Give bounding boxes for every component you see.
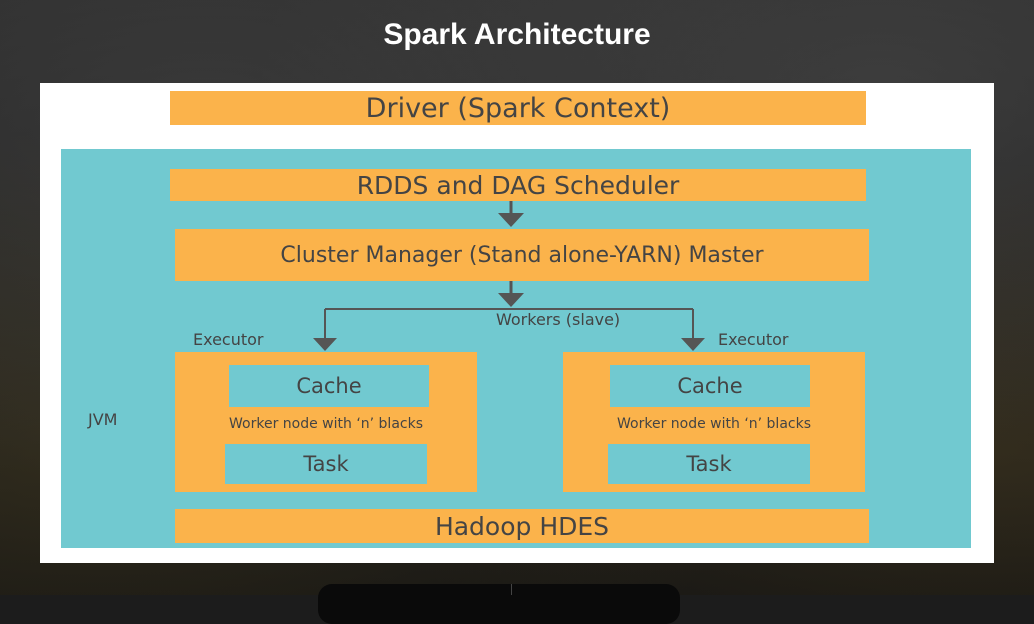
branch-left-head: [313, 338, 337, 351]
cluster-manager-box: Cluster Manager (Stand alone-YARN) Maste…: [175, 229, 869, 281]
cluster-manager-label: Cluster Manager (Stand alone-YARN) Maste…: [280, 242, 764, 268]
arrow-scheduler-to-manager-head: [498, 213, 524, 227]
task-label-right: Task: [686, 452, 732, 476]
worker-node-label-left: Worker node with ‘n’ blacks: [229, 416, 423, 432]
arrows: [313, 201, 705, 351]
bottom-control-bar: [318, 584, 680, 624]
cache-box-left: Cache: [229, 365, 429, 407]
driver-box: Driver (Spark Context): [170, 91, 866, 125]
branch-right-head: [681, 338, 705, 351]
storage-box: Hadoop HDES: [175, 509, 869, 543]
page-title: Spark Architecture: [383, 18, 651, 51]
bottom-bar-divider: [511, 584, 512, 595]
driver-label: Driver (Spark Context): [365, 92, 671, 124]
executor-right-label: Executor: [718, 330, 789, 349]
cache-label-right: Cache: [677, 374, 743, 398]
cache-label-left: Cache: [296, 374, 362, 398]
task-box-left: Task: [225, 444, 427, 484]
executor-left: Cache Worker node with ‘n’ blacks Task: [175, 352, 477, 492]
arrow-manager-to-workers-head: [498, 293, 524, 307]
scheduler-box: RDDS and DAG Scheduler: [170, 169, 866, 201]
worker-node-label-right: Worker node with ‘n’ blacks: [617, 416, 811, 432]
task-label-left: Task: [303, 452, 349, 476]
workers-label: Workers (slave): [496, 310, 621, 329]
task-box-right: Task: [608, 444, 810, 484]
jvm-label: JVM: [88, 410, 118, 429]
executor-left-label: Executor: [193, 330, 264, 349]
scheduler-label: RDDS and DAG Scheduler: [356, 170, 680, 200]
cache-box-right: Cache: [610, 365, 810, 407]
storage-label: Hadoop HDES: [434, 511, 610, 541]
executor-right: Cache Worker node with ‘n’ blacks Task: [563, 352, 865, 492]
